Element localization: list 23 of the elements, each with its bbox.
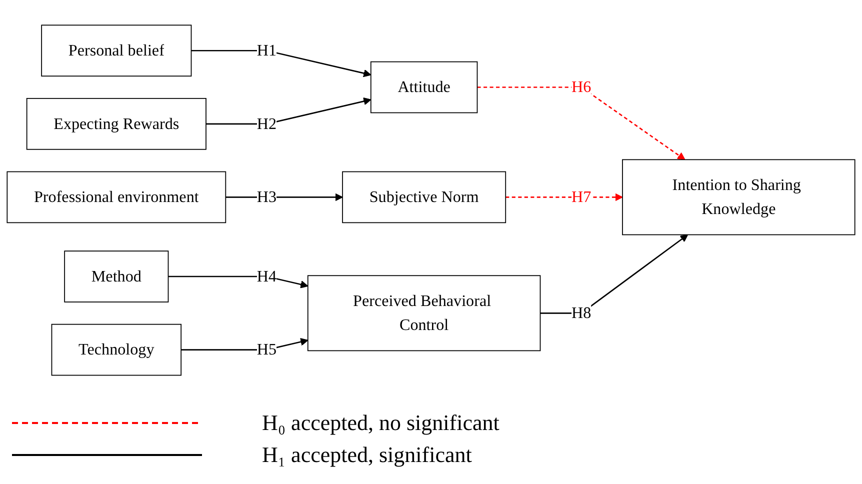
edge-label: H8: [572, 304, 592, 322]
node-box: Expecting Rewards: [26, 98, 206, 150]
edge-label: H3: [256, 188, 277, 206]
arrow: [477, 86, 686, 160]
arrow: [206, 97, 372, 124]
arrow: [191, 50, 372, 77]
node-box: Technology: [51, 324, 182, 376]
legend-text: H₀ accepted, no significant: [262, 410, 500, 436]
node-box: Method: [64, 250, 169, 302]
arrow: [506, 193, 623, 201]
node-box: Perceived Behavioral Control: [307, 274, 541, 351]
edge-label: H6: [572, 78, 592, 96]
edge-label: H2: [256, 114, 277, 132]
edge-label: H7: [572, 188, 592, 206]
node-box: Subjective Norm: [342, 171, 506, 223]
node-box: Intention to Sharing Knowledge: [622, 159, 856, 235]
edge-label: H4: [256, 266, 277, 285]
legend-text: H₁ accepted, significant: [262, 442, 472, 468]
node-box: Attitude: [370, 61, 478, 113]
edge-label: H5: [256, 340, 277, 358]
node-box: Personal belief: [41, 24, 192, 76]
node-box: Professional environment: [6, 171, 226, 223]
edge-label: H1: [256, 41, 277, 59]
